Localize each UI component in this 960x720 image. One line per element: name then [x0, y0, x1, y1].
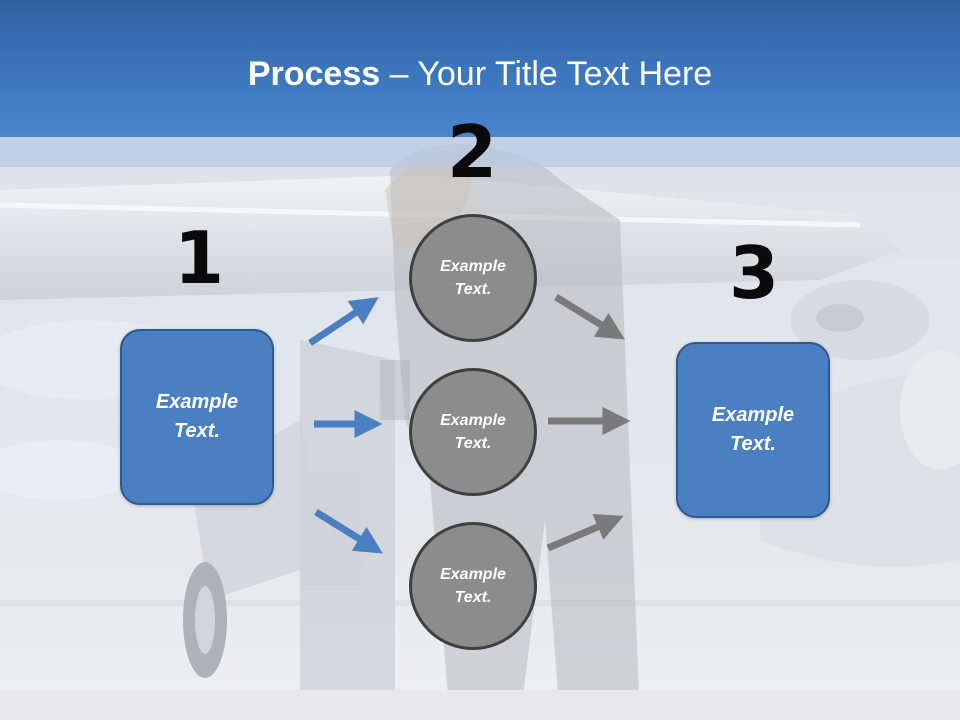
- circle-bottom-line1: Example: [440, 566, 506, 583]
- slide-title[interactable]: Process – Your Title Text Here: [0, 50, 960, 98]
- title-rest-text: – Your Title Text Here: [380, 55, 713, 93]
- title-band: [0, 137, 960, 167]
- arrow-box1-to-circle1: [308, 297, 379, 346]
- circle-middle-line2: Text.: [454, 435, 492, 452]
- circle-middle-line1: Example: [440, 412, 506, 429]
- step-1-box-line2: Text.: [174, 420, 220, 442]
- arrow-box1-to-circle3: [314, 509, 383, 554]
- arrow-circle1-to-box3: [554, 294, 625, 340]
- step-number-2: 2: [446, 110, 498, 194]
- circle-top-line2: Text.: [454, 281, 492, 298]
- arrow-circle3-to-box3: [546, 513, 624, 552]
- step-number-1: 1: [173, 216, 225, 300]
- circle-bottom-line2: Text.: [454, 589, 492, 606]
- title-bold-text: Process: [247, 55, 381, 93]
- step-number-3: 3: [728, 231, 780, 315]
- step-3-box-line1: Example: [711, 404, 795, 426]
- step-1-box-line1: Example: [155, 391, 239, 413]
- title-bar: [0, 0, 960, 137]
- step-3-box-line2: Text.: [730, 433, 776, 455]
- circle-top-line1: Example: [440, 258, 506, 275]
